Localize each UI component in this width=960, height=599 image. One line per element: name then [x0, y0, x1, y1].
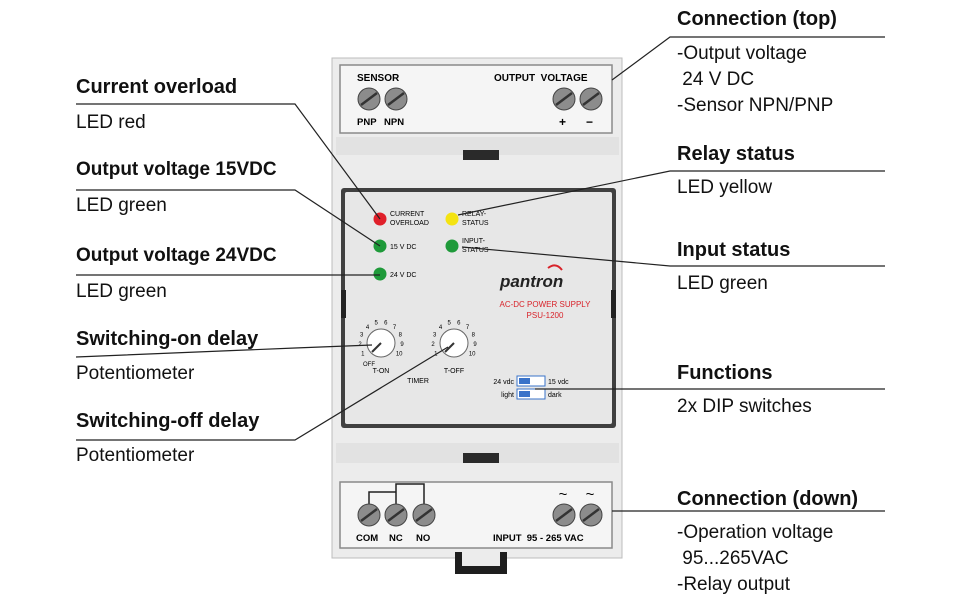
- callout-current-overload-title: Current overload: [76, 76, 238, 98]
- pot-t-on-scale-4: 4: [366, 325, 370, 331]
- no-label: NO: [416, 533, 430, 544]
- leader-current-overload: [76, 103, 381, 220]
- pot-t-off-scale-8: 8: [472, 333, 476, 339]
- callout-connection-top-line1: -Output voltage: [677, 43, 807, 64]
- pot-t-off-scale-4: 4: [439, 325, 443, 331]
- top-screws: [357, 87, 603, 111]
- relay-contact-symbol: [368, 483, 425, 506]
- pot-t-on-scale-3: 3: [360, 333, 364, 339]
- dip1-right-label: 15 vdc: [548, 379, 569, 386]
- output-voltage-label: OUTPUT VOLTAGE: [494, 73, 588, 84]
- input-voltage-label: INPUT 95 - 265 VAC: [493, 533, 584, 544]
- callout-connection-down-title: Connection (down): [677, 488, 859, 510]
- callout-functions-desc: 2x DIP switches: [677, 396, 812, 417]
- front-panel: [345, 192, 612, 424]
- leader-output-15: [76, 189, 381, 247]
- brand-logo: pantron: [499, 272, 563, 291]
- label-relay-status: RELAY-STATUS: [462, 211, 489, 227]
- com-label: COM: [356, 533, 378, 544]
- callout-relay-status-title: Relay status: [677, 143, 795, 165]
- npn-label: NPN: [384, 117, 404, 128]
- led-24vdc: [373, 267, 387, 281]
- led-input-status: [445, 239, 459, 253]
- sensor-label: SENSOR: [357, 73, 400, 84]
- callout-functions-title: Functions: [677, 362, 773, 384]
- tilde-1: ~: [559, 486, 568, 503]
- callout-connection-top-line3: -Sensor NPN/PNP: [677, 95, 834, 116]
- leader-relay-status: [457, 170, 885, 216]
- callout-connection-top-title: Connection (top): [677, 8, 837, 30]
- callout-connection-down-line2: 95...265VAC: [677, 548, 789, 569]
- pot-t-on: [366, 328, 396, 358]
- pot-t-on-scale-8: 8: [399, 333, 403, 339]
- callout-input-status-title: Input status: [677, 239, 791, 261]
- dip-switch-2: [516, 388, 546, 400]
- housing-step-top: [336, 137, 619, 155]
- dip2-left-label: light: [501, 392, 514, 399]
- pot-t-off-scale-10: 10: [469, 352, 476, 358]
- minus-label: −: [586, 115, 593, 129]
- leader-input-status: [461, 246, 885, 267]
- callout-relay-status-desc: LED yellow: [677, 177, 773, 198]
- callout-switch-on-desc: Potentiometer: [76, 363, 195, 384]
- callout-switch-off-title: Switching-off delay: [76, 410, 260, 432]
- pot-t-off-scale-9: 9: [473, 342, 477, 348]
- t-on-label: T-ON: [373, 368, 390, 375]
- nc-label: NC: [389, 533, 403, 544]
- callout-connection-down-line3: -Relay output: [677, 574, 791, 595]
- pot-t-on-scale-9: 9: [400, 342, 404, 348]
- callout-input-status-desc: LED green: [677, 273, 768, 294]
- leader-lines: [75, 36, 885, 512]
- label-input-status: INPUT-STATUS: [462, 238, 489, 254]
- leader-switch-off: [76, 346, 449, 441]
- callout-switch-on-title: Switching-on delay: [76, 328, 259, 350]
- dip2-right-label: dark: [548, 392, 562, 399]
- product-line1: AC-DC POWER SUPPLY: [500, 300, 592, 309]
- plus-label: +: [559, 115, 566, 129]
- bottom-screws: [357, 503, 603, 527]
- pot-t-on-scale-5: 5: [375, 321, 379, 327]
- dip1-left-label: 24 vdc: [493, 379, 514, 386]
- pot-t-on-scale-7: 7: [393, 325, 397, 331]
- pot-t-off-scale-3: 3: [433, 333, 437, 339]
- pot-t-off-scale-7: 7: [466, 325, 470, 331]
- callout-output-24-title: Output voltage 24VDC: [76, 245, 277, 266]
- callout-output-24-desc: LED green: [76, 281, 167, 302]
- pot-t-off-scale-2: 2: [431, 342, 435, 348]
- label-24vdc: 24 V DC: [390, 272, 416, 279]
- pot-t-on-scale-1: 1: [361, 352, 365, 358]
- pot-t-off-scale-5: 5: [448, 321, 452, 327]
- pot-off-label: OFF: [363, 362, 375, 368]
- pot-t-on-scale-6: 6: [384, 321, 388, 327]
- callout-output-15-desc: LED green: [76, 195, 167, 216]
- callout-switch-off-desc: Potentiometer: [76, 445, 195, 466]
- tilde-2: ~: [586, 486, 595, 503]
- leader-switch-on: [75, 344, 373, 358]
- label-15vdc: 15 V DC: [390, 244, 416, 251]
- callout-connection-top-line2: 24 V DC: [677, 69, 755, 90]
- product-line2: PSU-1200: [527, 311, 564, 320]
- timer-label: TIMER: [407, 378, 429, 385]
- pot-t-off-scale-6: 6: [457, 321, 461, 327]
- pot-t-off: [439, 328, 469, 358]
- pnp-label: PNP: [357, 117, 377, 128]
- callout-output-15-title: Output voltage 15VDC: [76, 159, 277, 180]
- callout-connection-down-line1: -Operation voltage: [677, 522, 834, 543]
- led-relay-status: [445, 212, 459, 226]
- callout-current-overload-desc: LED red: [76, 112, 146, 133]
- pot-t-on-scale-10: 10: [396, 352, 403, 358]
- clip-top: [463, 150, 499, 160]
- dip-switch-1: [516, 375, 546, 387]
- t-off-label: T-OFF: [444, 368, 464, 375]
- leader-connection-top: [611, 36, 885, 81]
- clip-bottom: [463, 453, 499, 463]
